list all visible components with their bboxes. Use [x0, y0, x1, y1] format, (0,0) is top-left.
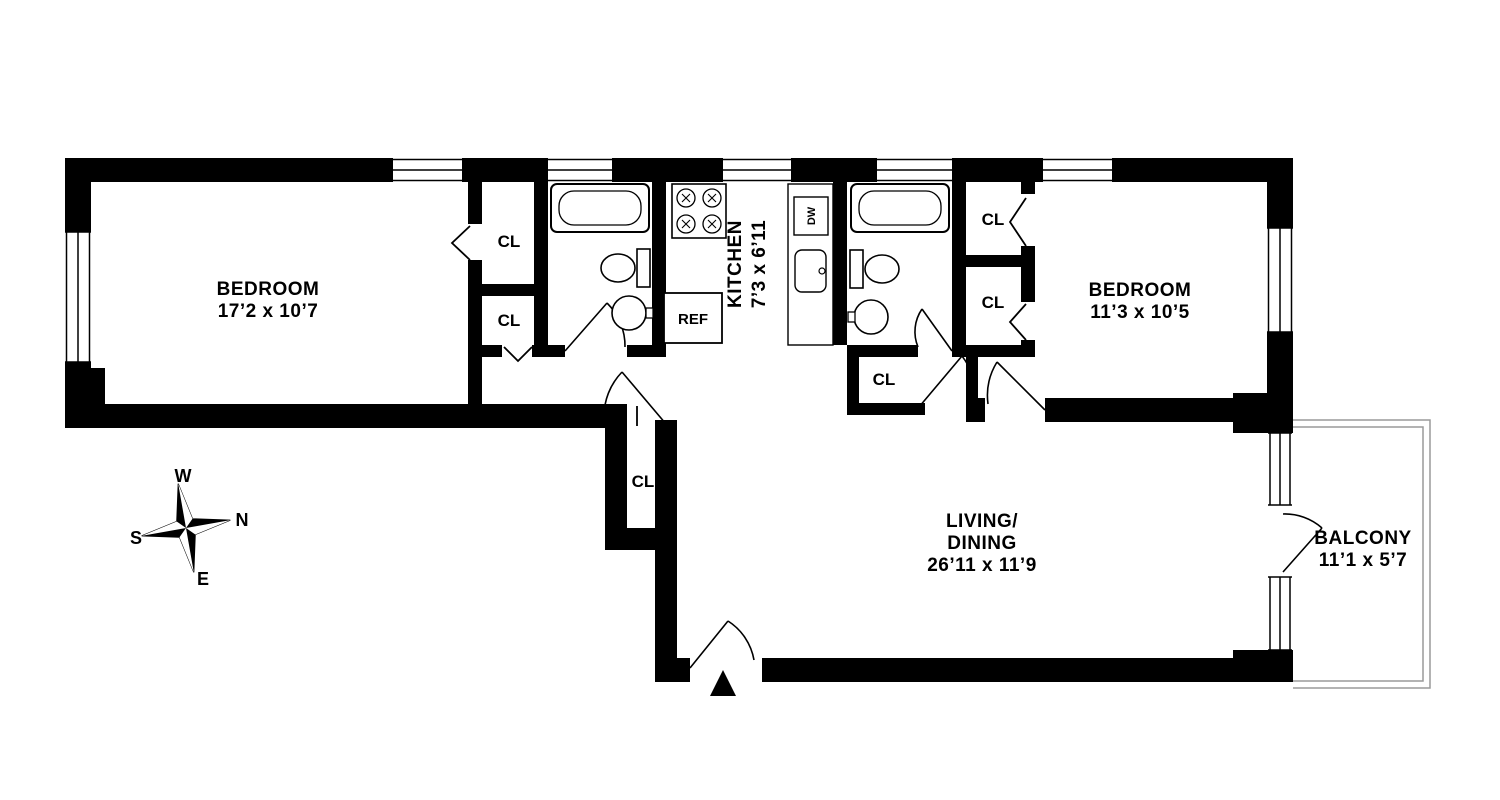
bedroom-right-dims: 11’3 x 10’5: [1090, 302, 1190, 323]
interior-walls: [468, 182, 1270, 422]
closet-label-4: CL: [982, 293, 1005, 312]
doors: [564, 302, 1323, 669]
window-top-2: [548, 158, 612, 182]
compass-north-label: N: [236, 510, 249, 530]
windows: [65, 158, 1293, 651]
kitchen-sink-icon: [794, 249, 827, 293]
sink-icon: [847, 299, 889, 335]
closet-door-zigzag-cl3: [1008, 197, 1027, 247]
living-dining-name-line2: DINING: [947, 533, 1017, 554]
dishwasher-icon: DW: [793, 196, 829, 236]
closet-label-1: CL: [498, 232, 521, 251]
closet-label-3: CL: [982, 210, 1005, 229]
refrigerator-icon: REF: [663, 292, 723, 344]
closet-label-2: CL: [498, 311, 521, 330]
entry-arrow-icon: [710, 670, 736, 696]
toilet-icon: [849, 249, 900, 289]
living-dining-dims: 26’11 x 11’9: [927, 555, 1037, 576]
stove-icon: [671, 183, 727, 239]
living-room-door-swing: [603, 371, 667, 425]
window-right-bedroom: [1267, 227, 1293, 333]
dishwasher-label: DW: [806, 206, 818, 225]
entry-door-swing: [689, 620, 755, 669]
window-top-1: [393, 158, 462, 182]
compass-south-label: S: [130, 528, 142, 548]
hall-closet-door-swing: [918, 355, 976, 408]
balcony-door-swing: [1282, 513, 1323, 573]
compass-star-icon: [141, 483, 231, 573]
window-left-bedroom: [65, 231, 91, 363]
kitchen-name: KITCHEN: [725, 220, 746, 308]
balcony-outline: [1293, 419, 1431, 689]
closet-door-symbols: [450, 197, 1027, 426]
room-labels: BEDROOM 17’2 x 10’7 CL CL KITCHEN 7’3 x …: [217, 210, 1412, 576]
window-balcony-upper: [1268, 432, 1292, 506]
window-top-4: [877, 158, 952, 182]
closet-label-5: CL: [873, 370, 896, 389]
bathroom-right-door-swing: [914, 308, 953, 352]
bathtub-icon: [550, 183, 650, 233]
bedroom-right-name: BEDROOM: [1089, 280, 1192, 301]
closet-label-6: CL: [632, 472, 655, 491]
closet-door-zigzag-cl4: [1008, 303, 1027, 341]
balcony-name: BALCONY: [1314, 528, 1411, 549]
window-top-3: [723, 158, 791, 182]
window-balcony-lower: [1268, 576, 1292, 651]
kitchen-dims: 7’3 x 6’11: [749, 220, 770, 308]
entry-marker: [710, 670, 736, 696]
closet-door-zigzag-cl2: [503, 346, 533, 363]
bathroom-left-fixtures: [550, 183, 654, 331]
bedroom-right-door-swing: [986, 361, 1046, 411]
sink-icon: [611, 295, 654, 331]
bathroom-right-fixtures: [847, 183, 950, 335]
living-dining-name-line1: LIVING/: [946, 511, 1018, 532]
refrigerator-label: REF: [678, 311, 708, 328]
bedroom-left-dims: 17’2 x 10’7: [218, 301, 319, 322]
compass-east-label: E: [197, 569, 209, 589]
balcony-dims: 11’1 x 5’7: [1319, 550, 1407, 571]
closet-door-zigzag-bedroom-left: [450, 225, 471, 261]
bathtub-icon: [850, 183, 950, 233]
kitchen-fixtures: REF DW: [663, 183, 834, 346]
toilet-icon: [600, 248, 651, 288]
compass-west-label: W: [175, 466, 192, 486]
compass-rose: W N S E: [130, 466, 249, 589]
bedroom-left-name: BEDROOM: [217, 279, 320, 300]
window-top-5: [1043, 158, 1112, 182]
